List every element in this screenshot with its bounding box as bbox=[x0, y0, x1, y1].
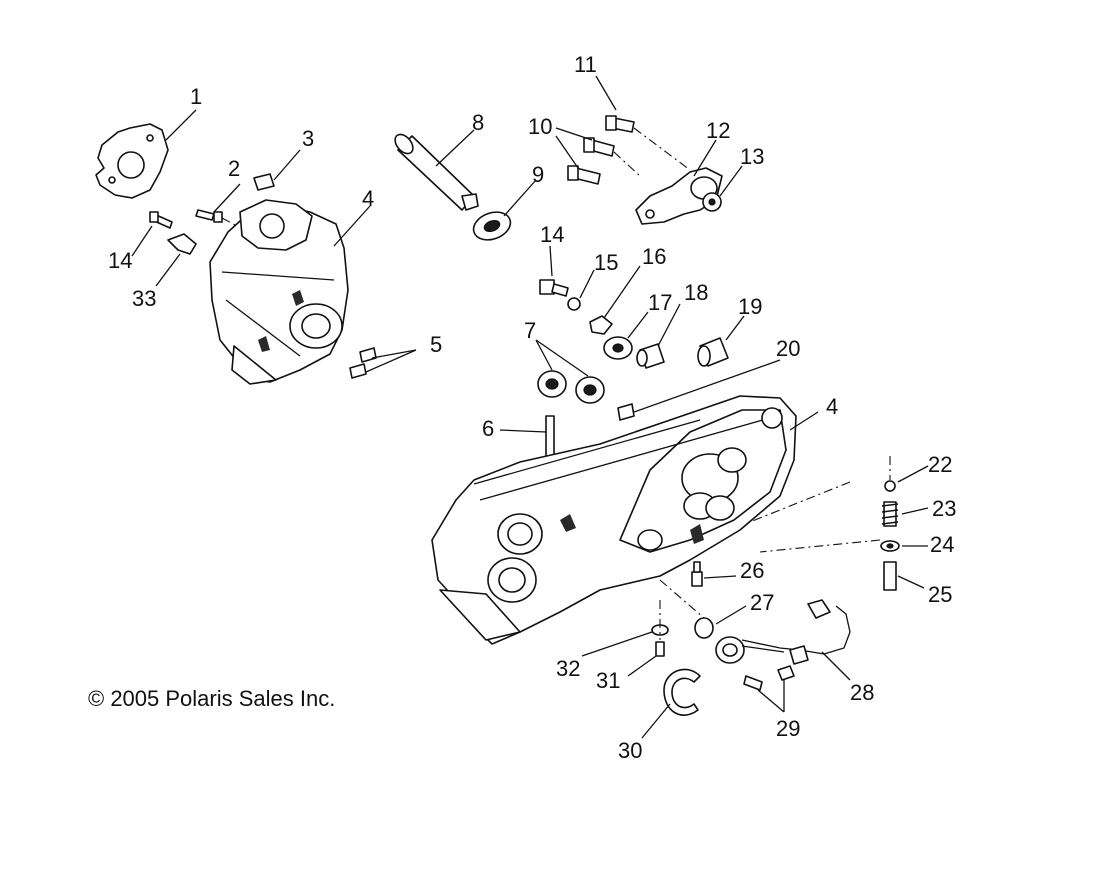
part-bolt-31 bbox=[655, 641, 665, 657]
part-washer-13 bbox=[702, 192, 722, 212]
callout-26: 26 bbox=[740, 558, 764, 583]
part-bolt-25 bbox=[883, 561, 897, 591]
callout-7: 7 bbox=[524, 318, 536, 343]
part-shaft-8 bbox=[394, 133, 479, 211]
callout-29: 29 bbox=[776, 716, 800, 741]
callout-30: 30 bbox=[618, 738, 642, 763]
callout-27: 27 bbox=[750, 590, 774, 615]
callout-12: 12 bbox=[706, 118, 730, 143]
callout-16: 16 bbox=[642, 244, 666, 269]
callout-23: 23 bbox=[932, 496, 956, 521]
part-block-3 bbox=[253, 173, 275, 191]
part-bushing-19 bbox=[697, 337, 729, 367]
part-bolt-2 bbox=[195, 209, 223, 223]
callout-14-left: 14 bbox=[108, 248, 132, 273]
part-bolt-26 bbox=[691, 561, 703, 587]
part-dowels-5 bbox=[349, 347, 377, 379]
callout-1: 1 bbox=[190, 84, 202, 109]
part-washer-24 bbox=[880, 540, 900, 552]
copyright-notice: © 2005 Polaris Sales Inc. bbox=[88, 686, 336, 711]
callout-19: 19 bbox=[738, 294, 762, 319]
callout-33: 33 bbox=[132, 286, 156, 311]
part-bearings-7 bbox=[537, 370, 605, 404]
callout-9: 9 bbox=[532, 162, 544, 187]
part-bolts-29 bbox=[743, 665, 795, 691]
part-crankcase-main bbox=[431, 395, 797, 645]
callout-2: 2 bbox=[228, 156, 240, 181]
part-dowel-20 bbox=[617, 403, 635, 421]
part-seal-9 bbox=[472, 211, 512, 241]
dashed-alignment-10 bbox=[613, 151, 641, 177]
callout-4-main: 4 bbox=[826, 394, 838, 419]
callout-17: 17 bbox=[648, 290, 672, 315]
dashed-alignment-11 bbox=[633, 127, 691, 171]
dashed-alignment-stack bbox=[749, 481, 851, 523]
callout-14-center: 14 bbox=[540, 222, 564, 247]
callout-31: 31 bbox=[596, 668, 620, 693]
callout-8: 8 bbox=[472, 110, 484, 135]
part-gasket-plate bbox=[95, 123, 169, 199]
part-spring-23 bbox=[881, 501, 899, 527]
part-ring-gear-30 bbox=[663, 668, 701, 716]
leader-lines bbox=[131, 75, 929, 739]
callout-18: 18 bbox=[684, 280, 708, 305]
part-ring-16 bbox=[589, 315, 613, 335]
callout-24: 24 bbox=[930, 532, 954, 557]
callout-5: 5 bbox=[430, 332, 442, 357]
callout-4-left: 4 bbox=[362, 186, 374, 211]
part-bolt-14-center bbox=[539, 279, 569, 297]
part-bolts-10 bbox=[567, 137, 615, 185]
callout-32: 32 bbox=[556, 656, 580, 681]
part-oring-27 bbox=[694, 617, 714, 639]
part-bearing-17 bbox=[603, 336, 633, 360]
callout-13: 13 bbox=[740, 144, 764, 169]
callout-labels: 1 2 3 4 14 33 5 8 9 11 10 12 13 14 15 16… bbox=[108, 52, 956, 763]
part-bracket-33 bbox=[167, 233, 197, 255]
callout-15: 15 bbox=[594, 250, 618, 275]
callout-28: 28 bbox=[850, 680, 874, 705]
callout-10: 10 bbox=[528, 114, 552, 139]
part-bushing-18 bbox=[636, 343, 665, 369]
part-ball-22 bbox=[884, 480, 896, 492]
callout-3: 3 bbox=[302, 126, 314, 151]
callout-25: 25 bbox=[928, 582, 952, 607]
part-crankcase-left bbox=[209, 199, 349, 385]
part-bolt-14-left bbox=[149, 211, 173, 229]
dashed-alignment-stack-2 bbox=[759, 539, 881, 553]
part-bolt-11 bbox=[605, 115, 635, 133]
callout-6: 6 bbox=[482, 416, 494, 441]
callout-22: 22 bbox=[928, 452, 952, 477]
callout-20: 20 bbox=[776, 336, 800, 361]
part-sensor-28 bbox=[715, 599, 851, 665]
part-clip-15 bbox=[567, 297, 581, 311]
callout-11: 11 bbox=[574, 52, 597, 77]
